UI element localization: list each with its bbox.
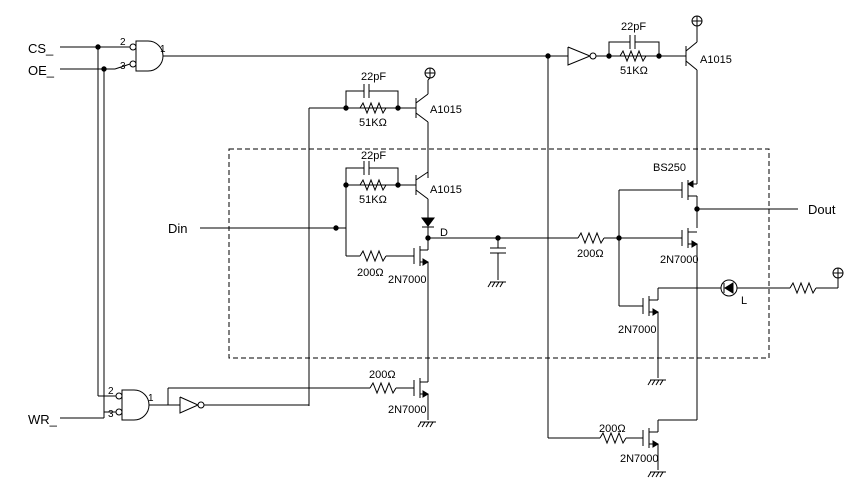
dout-label: Dout — [808, 202, 836, 217]
and-bottom-pin-3: 3 — [108, 409, 114, 420]
ground-bottom — [647, 471, 666, 478]
cs-label: CS_ — [28, 41, 54, 56]
din-label: Din — [168, 221, 188, 236]
res-mid-label: 51KΩ — [359, 194, 387, 206]
q-wr-label: 2N7000 — [388, 404, 427, 416]
diode-mid — [421, 217, 435, 228]
q-din-label: 2N7000 — [388, 274, 427, 286]
cap-top-right-label: 22pF — [621, 21, 646, 33]
ground-wr — [417, 421, 436, 428]
dashed-enclosure — [228, 148, 770, 359]
inverter-top-right — [567, 46, 597, 66]
q-top-right-label: A1015 — [700, 54, 732, 66]
res-bottom-label: 200Ω — [599, 423, 626, 435]
and-gate-top: 2 3 1 — [120, 37, 166, 72]
q-mid-label: A1015 — [430, 184, 462, 196]
and-bottom-pin-1: 1 — [148, 393, 154, 404]
q-led-label: 2N7000 — [618, 324, 657, 336]
and-top-pin-2: 2 — [120, 37, 126, 48]
ground-led — [647, 379, 666, 386]
ground-cap — [487, 281, 506, 288]
and-bottom-pin-2: 2 — [108, 386, 114, 397]
q-upper-label: A1015 — [430, 104, 462, 116]
wr-label: WR_ — [28, 412, 58, 427]
led-icon — [720, 279, 738, 297]
q-bs250-label: BS250 — [653, 162, 686, 174]
q-bottom-label: 2N7000 — [620, 453, 659, 465]
cap-upper-label: 22pF — [361, 71, 386, 83]
oe-label: OE_ — [28, 63, 55, 78]
res-top-right-label: 51KΩ — [620, 65, 648, 77]
res-upper-label: 51KΩ — [359, 117, 387, 129]
res-d-line-label: 200Ω — [577, 248, 604, 260]
node-d-label: D — [440, 227, 448, 239]
res-din-label: 200Ω — [357, 267, 384, 279]
led-label: L — [741, 295, 747, 307]
q-out-lower-label: 2N7000 — [660, 254, 699, 266]
res-wr-label: 200Ω — [369, 369, 396, 381]
and-top-pin-1: 1 — [160, 44, 166, 55]
and-gate-bottom: 2 3 1 — [108, 386, 154, 421]
inverter-bottom — [179, 396, 205, 414]
cap-mid-label: 22pF — [361, 150, 386, 162]
